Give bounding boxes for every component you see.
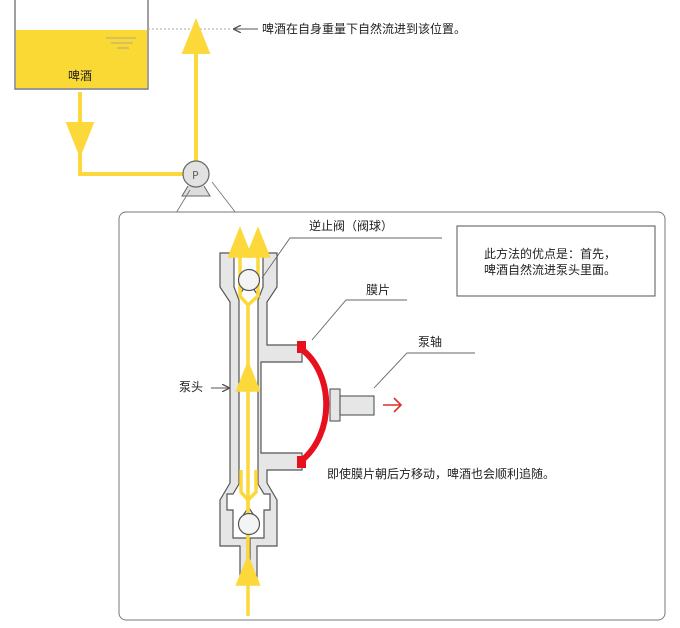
beer-liquid — [16, 30, 147, 88]
pump-head-body — [219, 252, 303, 580]
pump-symbol-label: P — [192, 169, 199, 182]
level-note: 啤酒在自身重量下自然流进到该位置。 — [262, 21, 466, 36]
feed-pipe — [78, 140, 184, 176]
diaphragm-clamp-top — [297, 341, 306, 353]
pump-shaft-rod — [339, 395, 375, 416]
pump-shaft-callout — [373, 352, 475, 389]
pump-shaft — [329, 388, 341, 422]
pump-head-left-wall — [219, 252, 248, 580]
advantage-line-2: 啤酒自然流进泵头里面。 — [484, 262, 616, 277]
upper-check-ball — [237, 268, 261, 292]
motion-note: 即使膜片朝后方移动，啤酒也会顺利追随。 — [327, 466, 555, 481]
advantage-line-1: 此方法的优点是：首先， — [484, 246, 616, 261]
lower-check-ball — [237, 512, 261, 536]
pump-head-right-wall — [249, 252, 303, 580]
beer-tank: 啤酒 — [14, 0, 149, 90]
diaphragm-membrane — [298, 345, 330, 465]
zoom-line — [175, 189, 191, 214]
tank-walls — [14, 0, 149, 90]
beer-pipes — [65, 18, 211, 176]
shaft-direction-arrow — [383, 397, 403, 413]
pump-shaft-label: 泵轴 — [418, 334, 442, 349]
check-valve-callout — [261, 237, 442, 279]
pump-head-label: 泵头 — [179, 380, 203, 394]
diaphragm — [297, 341, 330, 468]
diaphragm-callout — [311, 299, 407, 341]
diaphragm-clamp-bottom — [297, 456, 306, 468]
tank-label: 啤酒 — [68, 68, 92, 83]
advantage-box — [456, 225, 656, 297]
diaphragm-label: 膜片 — [366, 283, 390, 297]
zoom-line — [211, 181, 237, 214]
pump-symbol: P — [181, 160, 211, 197]
check-valve-label: 逆止阀（阀球） — [309, 218, 393, 233]
